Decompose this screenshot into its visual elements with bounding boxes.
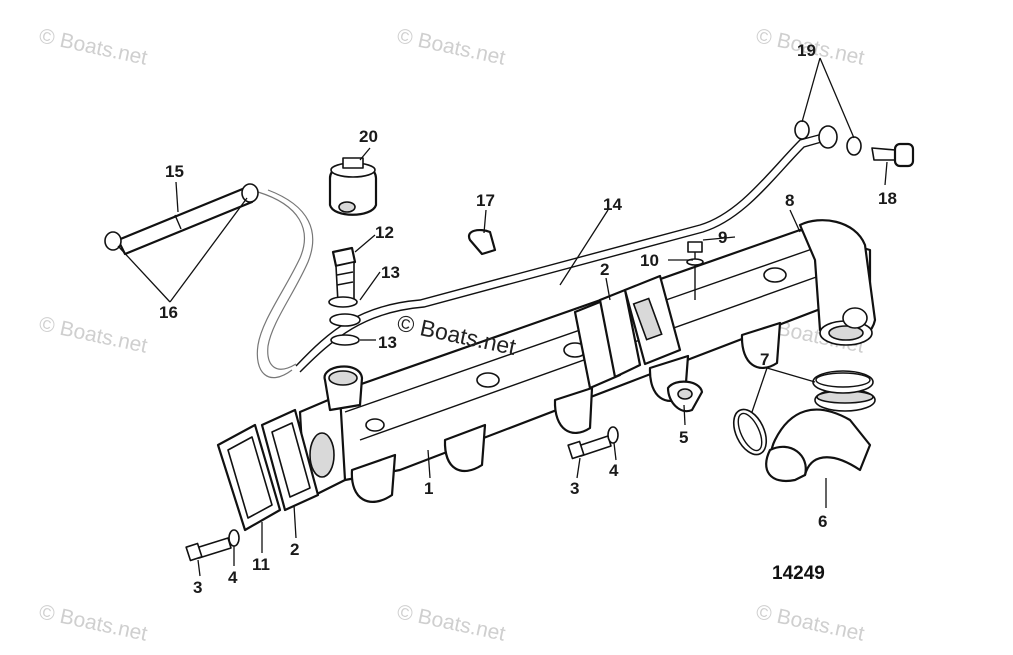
part-washers-13 [328,296,361,346]
watermark-bottom-center: © Boats.net [395,600,508,645]
part-bolt-middle [567,426,619,460]
callout-16: 16 [159,303,178,322]
callout-11: 11 [252,555,270,574]
callout-2-left: 2 [290,540,299,559]
callout-4-left: 4 [228,568,238,587]
callout-8: 8 [785,191,794,210]
callout-3-middle: 3 [570,479,579,498]
callout-5: 5 [679,428,688,447]
callout-17: 17 [476,191,495,210]
watermark-bottom-right: © Boats.net [754,600,867,645]
leader-lines [117,57,888,577]
part-flange-stack-left [216,408,320,532]
callout-13-lower: 13 [378,333,397,352]
watermark-bottom-left: © Boats.net [37,600,150,645]
hose-outline-inner [267,189,314,370]
callout-19: 19 [797,41,816,60]
part-sender-20 [328,157,378,216]
part-hose-clamps-7 [732,370,874,456]
part-hose-15 [116,186,254,256]
callout-20: 20 [359,127,378,146]
part-elbow-hose-6 [765,388,876,483]
part-washers-19 [794,120,862,156]
part-gasket-plate-middle-2 [573,274,682,390]
callout-15: 15 [165,162,184,181]
drawing-number: 14249 [772,563,825,584]
part-clip-17 [467,229,497,256]
callout-labels: 20 15 16 12 13 13 17 14 2 19 18 8 9 10 7… [159,41,897,597]
watermark-top-center: © Boats.net [395,24,508,69]
part-fitting-18 [871,142,915,168]
callout-1: 1 [424,479,433,498]
callout-2-middle: 2 [600,260,609,279]
callout-10: 10 [640,251,659,270]
part-fitting-12 [331,246,357,304]
part-bolt-left [185,529,240,562]
watermark-top-left: © Boats.net [37,24,150,69]
watermark-middle-left: © Boats.net [37,312,150,357]
callout-6: 6 [818,512,827,531]
callout-7: 7 [760,350,769,369]
callout-9: 9 [718,228,727,247]
part-gasket-5 [666,380,704,413]
callout-14: 14 [603,195,622,214]
part-clamps-16 [104,183,259,251]
callout-13-upper: 13 [381,263,400,282]
callout-18: 18 [878,189,897,208]
callout-3-left: 3 [193,578,202,597]
callout-12: 12 [375,223,394,242]
part-manifold-end-8 [798,219,877,346]
hose-outline [256,191,305,379]
callout-4-middle: 4 [609,461,619,480]
